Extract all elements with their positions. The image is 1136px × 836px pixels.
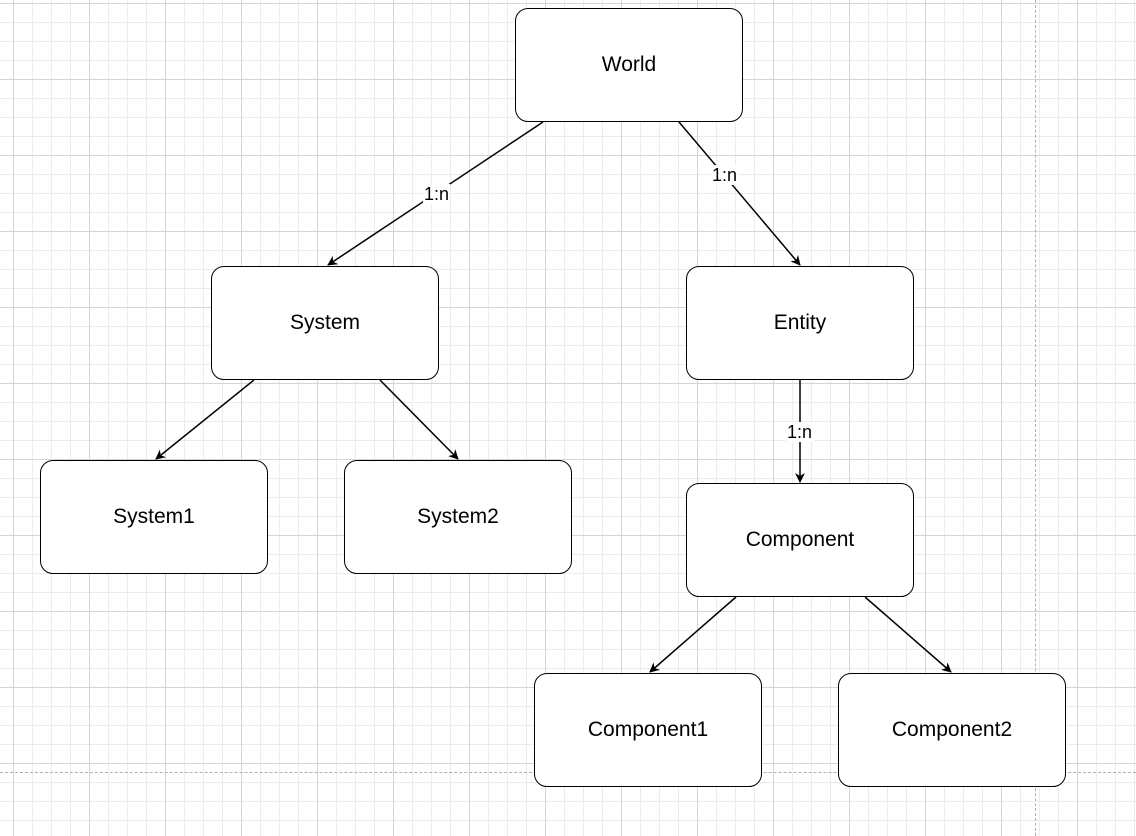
node-component2-label: Component2 [891, 718, 1013, 741]
edge-component-component1[interactable] [649, 596, 737, 673]
edge-system-system2[interactable] [379, 379, 459, 460]
node-system2[interactable]: System2 [344, 460, 572, 574]
edge-component-component2[interactable] [864, 596, 952, 673]
node-entity[interactable]: Entity [686, 266, 914, 380]
node-system-label: System [289, 311, 360, 334]
node-system2-label: System2 [417, 505, 499, 528]
page-break-vertical [1035, 0, 1036, 836]
edge-world-entity[interactable] [678, 121, 801, 266]
node-component-label: Component [745, 528, 855, 551]
node-component[interactable]: Component [686, 483, 914, 597]
node-world-label: World [601, 53, 657, 76]
node-component1-label: Component1 [587, 718, 709, 741]
node-system1-label: System1 [113, 505, 195, 528]
edge-label-world-entity: 1:n [711, 165, 739, 185]
node-system[interactable]: System [211, 266, 439, 380]
edge-label-world-system: 1:n [423, 184, 451, 204]
edge-label-entity-component: 1:n [786, 422, 814, 442]
node-component1[interactable]: Component1 [534, 673, 762, 787]
node-component2[interactable]: Component2 [838, 673, 1066, 787]
node-entity-label: Entity [773, 311, 827, 334]
node-world[interactable]: World [515, 8, 743, 122]
edge-system-system1[interactable] [155, 379, 255, 460]
node-system1[interactable]: System1 [40, 460, 268, 574]
